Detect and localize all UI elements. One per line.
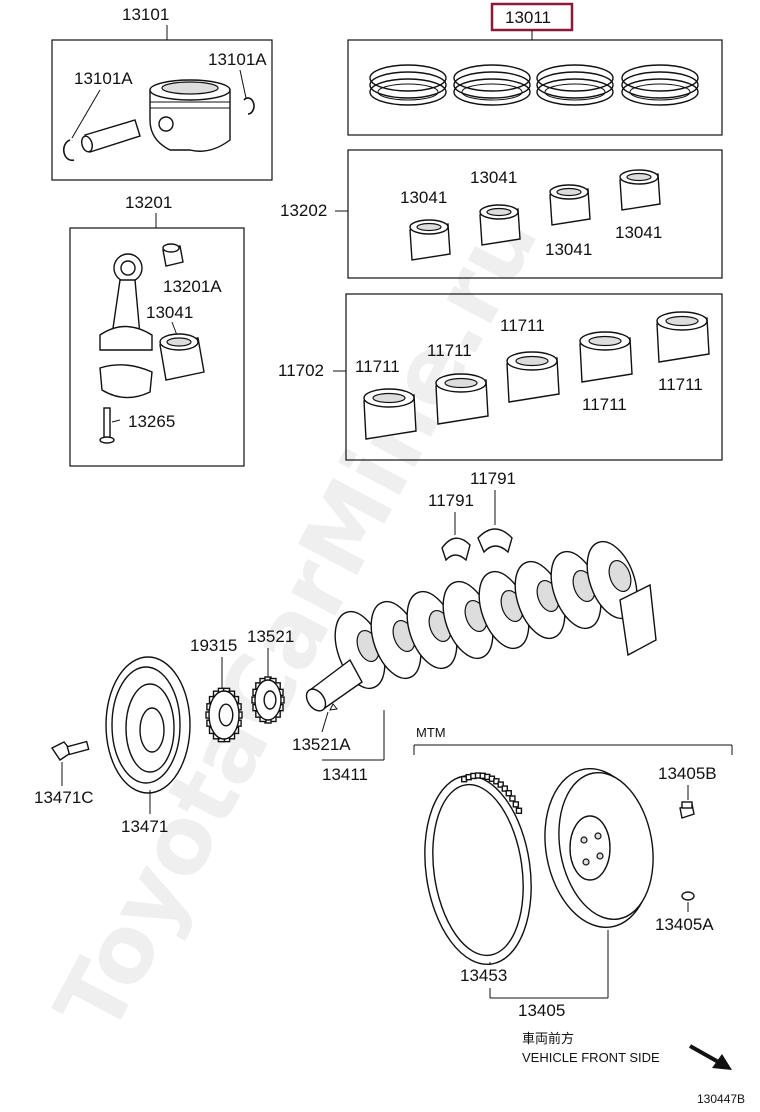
rod-bolt [99, 407, 115, 444]
rod-bearing-shell-4 [619, 169, 661, 211]
label-13101: 13101 [122, 5, 169, 24]
label-13041-3: 13041 [545, 240, 592, 259]
label-11711-1: 11711 [355, 357, 400, 376]
label-13201: 13201 [125, 193, 172, 212]
timing-sprocket-19315 [205, 687, 243, 743]
label-11711-5: 11711 [658, 375, 703, 394]
label-13411: 13411 [322, 765, 368, 784]
label-13041-4: 13041 [615, 223, 662, 242]
crank-key [329, 703, 338, 711]
label-13041-2: 13041 [470, 168, 517, 187]
main-bearing-shell-3 [506, 351, 560, 403]
label-19315: 19315 [190, 636, 237, 655]
main-bearing-shell-5 [656, 311, 710, 363]
pulley-bolt [50, 740, 90, 761]
crank-lobes [334, 540, 657, 690]
label-13471: 13471 [121, 817, 168, 836]
label-13471c: 13471C [34, 788, 94, 807]
front-label-jp: 車両前方 [522, 1031, 574, 1046]
ring-box [347, 39, 723, 136]
rod-bearings [409, 169, 661, 261]
piston-box [51, 39, 273, 181]
thrust-washer-2 [477, 528, 513, 554]
ring-gear [424, 772, 532, 966]
label-13453: 13453 [460, 966, 507, 985]
piston-ring-1 [369, 64, 447, 106]
flywheel [544, 767, 654, 929]
piston [149, 79, 231, 152]
label-13265: 13265 [128, 412, 175, 431]
conrod-box [69, 227, 245, 467]
label-13041-1: 13041 [400, 188, 447, 207]
main-bearing-shell-4 [579, 331, 633, 383]
rod-bearing-set[interactable]: 13202 13041 13041 13041 13041 [280, 149, 723, 279]
label-13521a: 13521A [292, 735, 351, 754]
rings [369, 64, 699, 106]
rod-bearing-shell-1 [409, 219, 451, 261]
piston-group[interactable]: 13101 13101A 13101A [51, 5, 273, 181]
rod-bearing [159, 333, 205, 381]
piston-ring-3 [536, 64, 614, 106]
label-11791-1: 11791 [428, 491, 474, 510]
front-label-en: VEHICLE FRONT SIDE [522, 1050, 660, 1065]
piston-ring-4 [621, 64, 699, 106]
label-11711-3: 11711 [500, 316, 545, 335]
label-11711-2: 11711 [427, 341, 472, 360]
label-13202: 13202 [280, 201, 327, 220]
label-13041-rod: 13041 [146, 303, 193, 322]
small-end-bushing [162, 243, 184, 267]
piston-ring-set[interactable]: 13011 [347, 2, 723, 136]
label-13101a-right: 13101A [208, 50, 267, 69]
main-bearing-shell-1 [363, 388, 417, 440]
label-11711-4: 11711 [582, 395, 627, 414]
label-13011: 13011 [505, 8, 551, 27]
snap-ring-right [243, 97, 255, 115]
rod-bearing-box [347, 149, 723, 279]
connecting-rod-group[interactable]: 13201 13201A 13041 13265 [69, 193, 245, 467]
flywheel-group[interactable]: MTM 13405B 13405A 13453 [413, 725, 733, 1020]
crank-pulley[interactable]: 13471 13471C [34, 656, 191, 836]
label-13101a-left: 13101A [74, 69, 133, 88]
piston-pin [81, 119, 141, 153]
thrust-washer-1 [441, 537, 471, 562]
label-13201a: 13201A [163, 277, 222, 296]
main-bearings [363, 311, 710, 440]
label-13405: 13405 [518, 1001, 565, 1020]
thrust-washers[interactable]: 11791 11791 [428, 469, 516, 562]
connecting-rod [99, 253, 153, 399]
diagram-code: 130447B [697, 1092, 745, 1106]
main-bearing-shell-2 [435, 373, 489, 425]
crank-snout [305, 658, 363, 712]
rod-bearing-shell-3 [549, 184, 591, 226]
main-bearing-box [345, 293, 723, 461]
label-11702: 11702 [278, 361, 324, 380]
piston-ring-2 [453, 64, 531, 106]
label-11791-2: 11791 [470, 469, 516, 488]
timing-sprocket-13521 [251, 676, 285, 724]
vehicle-front-indicator: 車両前方 VEHICLE FRONT SIDE [522, 1031, 732, 1070]
flywheel-dowel [681, 891, 695, 901]
label-13405a: 13405A [655, 915, 714, 934]
crankshaft[interactable]: 13521A 13411 [292, 535, 657, 784]
rod-bearing-shell-2 [479, 204, 521, 246]
label-mtm: MTM [416, 725, 446, 740]
flywheel-bolt [679, 801, 695, 819]
label-13521: 13521 [247, 627, 294, 646]
label-13405b: 13405B [658, 764, 717, 783]
arrow-down-right-icon [689, 1044, 732, 1070]
snap-ring-left [63, 139, 75, 162]
crank-sprockets[interactable]: 19315 13521 [190, 627, 294, 743]
main-bearing-set[interactable]: 11702 11711 11711 11711 11711 11711 [278, 293, 723, 461]
